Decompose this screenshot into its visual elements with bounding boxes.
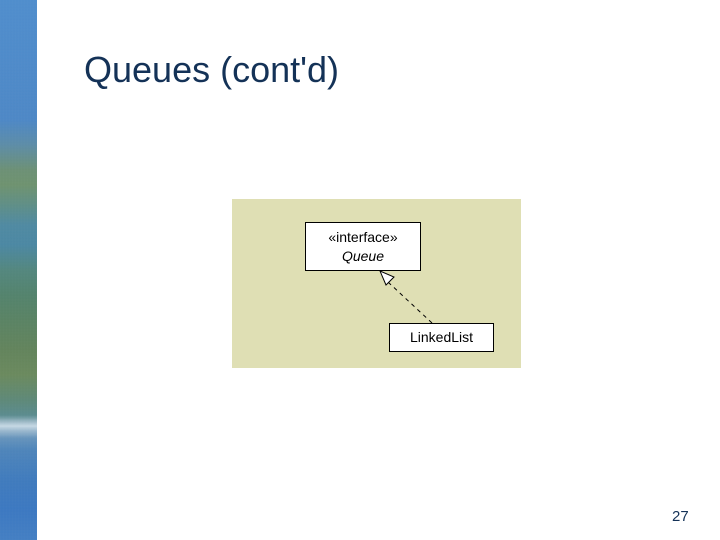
uml-node-name-queue: Queue: [341, 248, 385, 264]
page-title: Queues (cont'd): [84, 49, 340, 90]
hollow-triangle-arrowhead-icon: [379, 270, 395, 286]
uml-relationship-layer: [379, 270, 433, 324]
gradient-bar-texture: [0, 0, 37, 540]
uml-stereotype-label: «interface»: [328, 229, 398, 245]
uml-node-linkedlist[interactable]: LinkedList: [389, 323, 494, 352]
decorative-gradient-bar: [0, 0, 37, 540]
realization-dashed-line: [387, 281, 433, 324]
uml-diagram: «interface» Queue LinkedList: [232, 199, 521, 368]
uml-node-queue[interactable]: «interface» Queue: [305, 222, 421, 271]
page-number: 27: [672, 508, 689, 525]
